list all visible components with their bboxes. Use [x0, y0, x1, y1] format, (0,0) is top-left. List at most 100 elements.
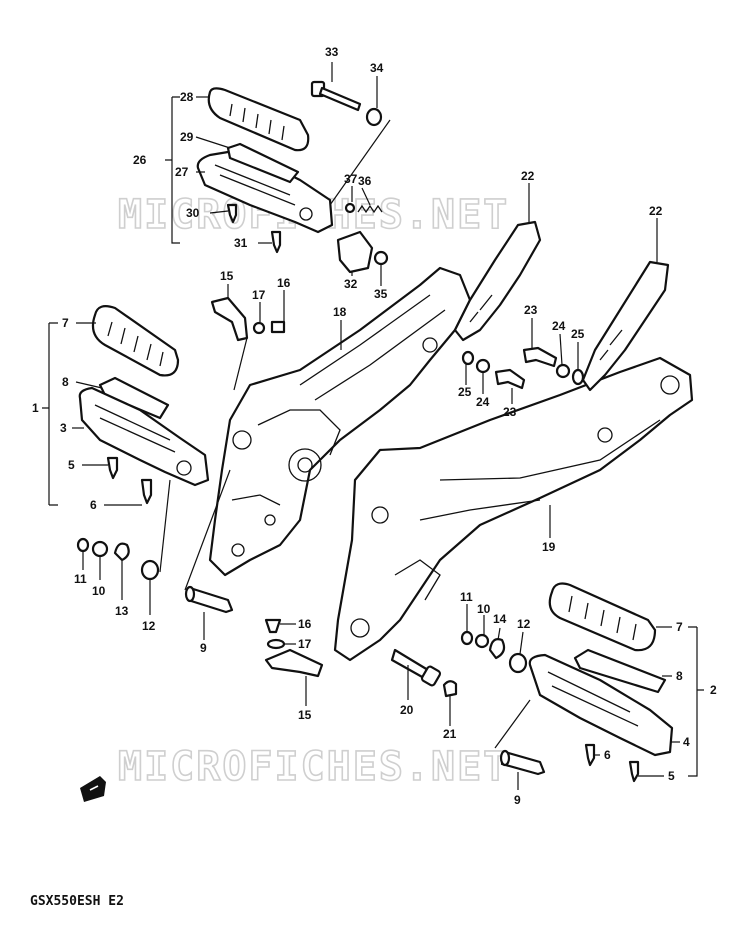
- label-36: 36: [358, 174, 372, 188]
- label-34: 34: [370, 61, 384, 75]
- bolt-16-lower: [264, 618, 282, 634]
- screw-31: [270, 230, 282, 254]
- screw-5-left: [106, 456, 119, 480]
- label-12-left: 12: [142, 619, 156, 633]
- label-9-left: 9: [200, 641, 207, 655]
- screw-6-left: [140, 478, 153, 505]
- label-30: 30: [186, 206, 200, 220]
- leader-34-axis: [329, 119, 391, 206]
- leader-12-right: [519, 631, 524, 655]
- label-25-upper: 25: [571, 327, 585, 341]
- label-15-upper: 15: [220, 269, 234, 283]
- footrest-bracket-left: [208, 266, 472, 577]
- washer-25-lower: [461, 350, 475, 366]
- footrest-4: [528, 653, 674, 757]
- label-17-upper: 17: [252, 288, 266, 302]
- washer-11-right: [460, 630, 474, 646]
- leader-24-upper: [559, 333, 563, 366]
- screw-5-right: [628, 760, 640, 783]
- label-23-lower: 23: [503, 405, 517, 419]
- footrest-27: [196, 148, 334, 234]
- label-16-lower: 16: [298, 617, 312, 631]
- label-20: 20: [400, 703, 414, 717]
- label-16-upper: 16: [277, 276, 291, 290]
- label-3: 3: [60, 421, 67, 435]
- label-23-upper: 23: [524, 303, 538, 317]
- label-22-lower: 22: [649, 204, 663, 218]
- washer-10-right: [474, 633, 490, 649]
- washer-17-lower: [266, 638, 286, 650]
- footrest-bracket-right: [333, 356, 694, 662]
- leader-9-right-axis: [494, 699, 531, 749]
- label-32: 32: [344, 277, 358, 291]
- clamp-15-lower: [264, 648, 324, 678]
- bushing-12-right: [508, 652, 528, 674]
- pin-9-left: [184, 585, 234, 614]
- label-35: 35: [374, 287, 388, 301]
- label-11-right: 11: [460, 590, 473, 604]
- bolt-16-upper: [270, 320, 286, 334]
- washer-24-upper: [555, 363, 571, 379]
- watermark-bottom: MICROFICHES.NET: [118, 744, 509, 790]
- washer-17-upper: [252, 321, 266, 335]
- brace-22-upper: [453, 220, 542, 342]
- label-26: 26: [133, 153, 147, 167]
- label-5-left: 5: [68, 458, 75, 472]
- footrest-rubber-7-right: [548, 582, 657, 652]
- clamp-15-upper: [210, 296, 249, 342]
- label-6-right: 6: [604, 748, 611, 762]
- front-direction-arrow-icon: [80, 776, 106, 802]
- leader-29: [195, 136, 231, 149]
- plate-29: [226, 142, 300, 184]
- washer-11-left: [76, 537, 90, 553]
- label-21: 21: [443, 727, 457, 741]
- bushing-32: [336, 230, 374, 274]
- label-22-upper: 22: [521, 169, 535, 183]
- label-2: 2: [710, 683, 717, 697]
- footrest-rubber-28: [207, 87, 310, 152]
- label-9-right: 9: [514, 793, 521, 807]
- label-13: 13: [115, 604, 129, 618]
- screw-6-right: [584, 743, 596, 767]
- label-29: 29: [180, 130, 194, 144]
- leader-9-axis: [184, 469, 231, 591]
- label-33: 33: [325, 45, 339, 59]
- label-6-left: 6: [90, 498, 97, 512]
- label-12-right: 12: [517, 617, 531, 631]
- label-19: 19: [542, 540, 556, 554]
- label-18: 18: [333, 305, 347, 319]
- label-17-lower: 17: [298, 637, 312, 651]
- label-11-left: 11: [74, 572, 87, 586]
- footrest-3: [78, 386, 210, 487]
- leader-12-axis: [159, 479, 171, 573]
- plate-8-right: [573, 648, 667, 694]
- bolt-33: [310, 80, 362, 112]
- leader-30: [209, 210, 229, 214]
- model-code: GSX550ESH E2: [30, 894, 124, 909]
- bracket-2: [688, 626, 704, 777]
- bracket-1: [42, 322, 58, 506]
- label-8-right: 8: [676, 669, 683, 683]
- label-27: 27: [175, 165, 189, 179]
- footrest-rubber-7-left: [91, 305, 180, 377]
- leader-8-left: [75, 381, 103, 389]
- cap-21: [442, 680, 458, 698]
- label-4: 4: [683, 735, 690, 749]
- bolt-20: [390, 648, 442, 687]
- spring-36: [357, 204, 383, 214]
- label-7-right: 7: [676, 620, 683, 634]
- label-14: 14: [493, 612, 507, 626]
- label-15-lower: 15: [298, 708, 312, 722]
- label-5-right: 5: [668, 769, 675, 783]
- label-10-right: 10: [477, 602, 491, 616]
- washer-35: [373, 250, 389, 266]
- washer-34: [365, 107, 383, 127]
- leader-15-axis: [233, 337, 248, 391]
- spring-13-left: [113, 542, 130, 562]
- screw-30: [226, 203, 238, 224]
- label-31: 31: [234, 236, 248, 250]
- brace-22-lower: [581, 260, 670, 392]
- ball-37: [344, 202, 356, 214]
- label-37: 37: [344, 172, 358, 186]
